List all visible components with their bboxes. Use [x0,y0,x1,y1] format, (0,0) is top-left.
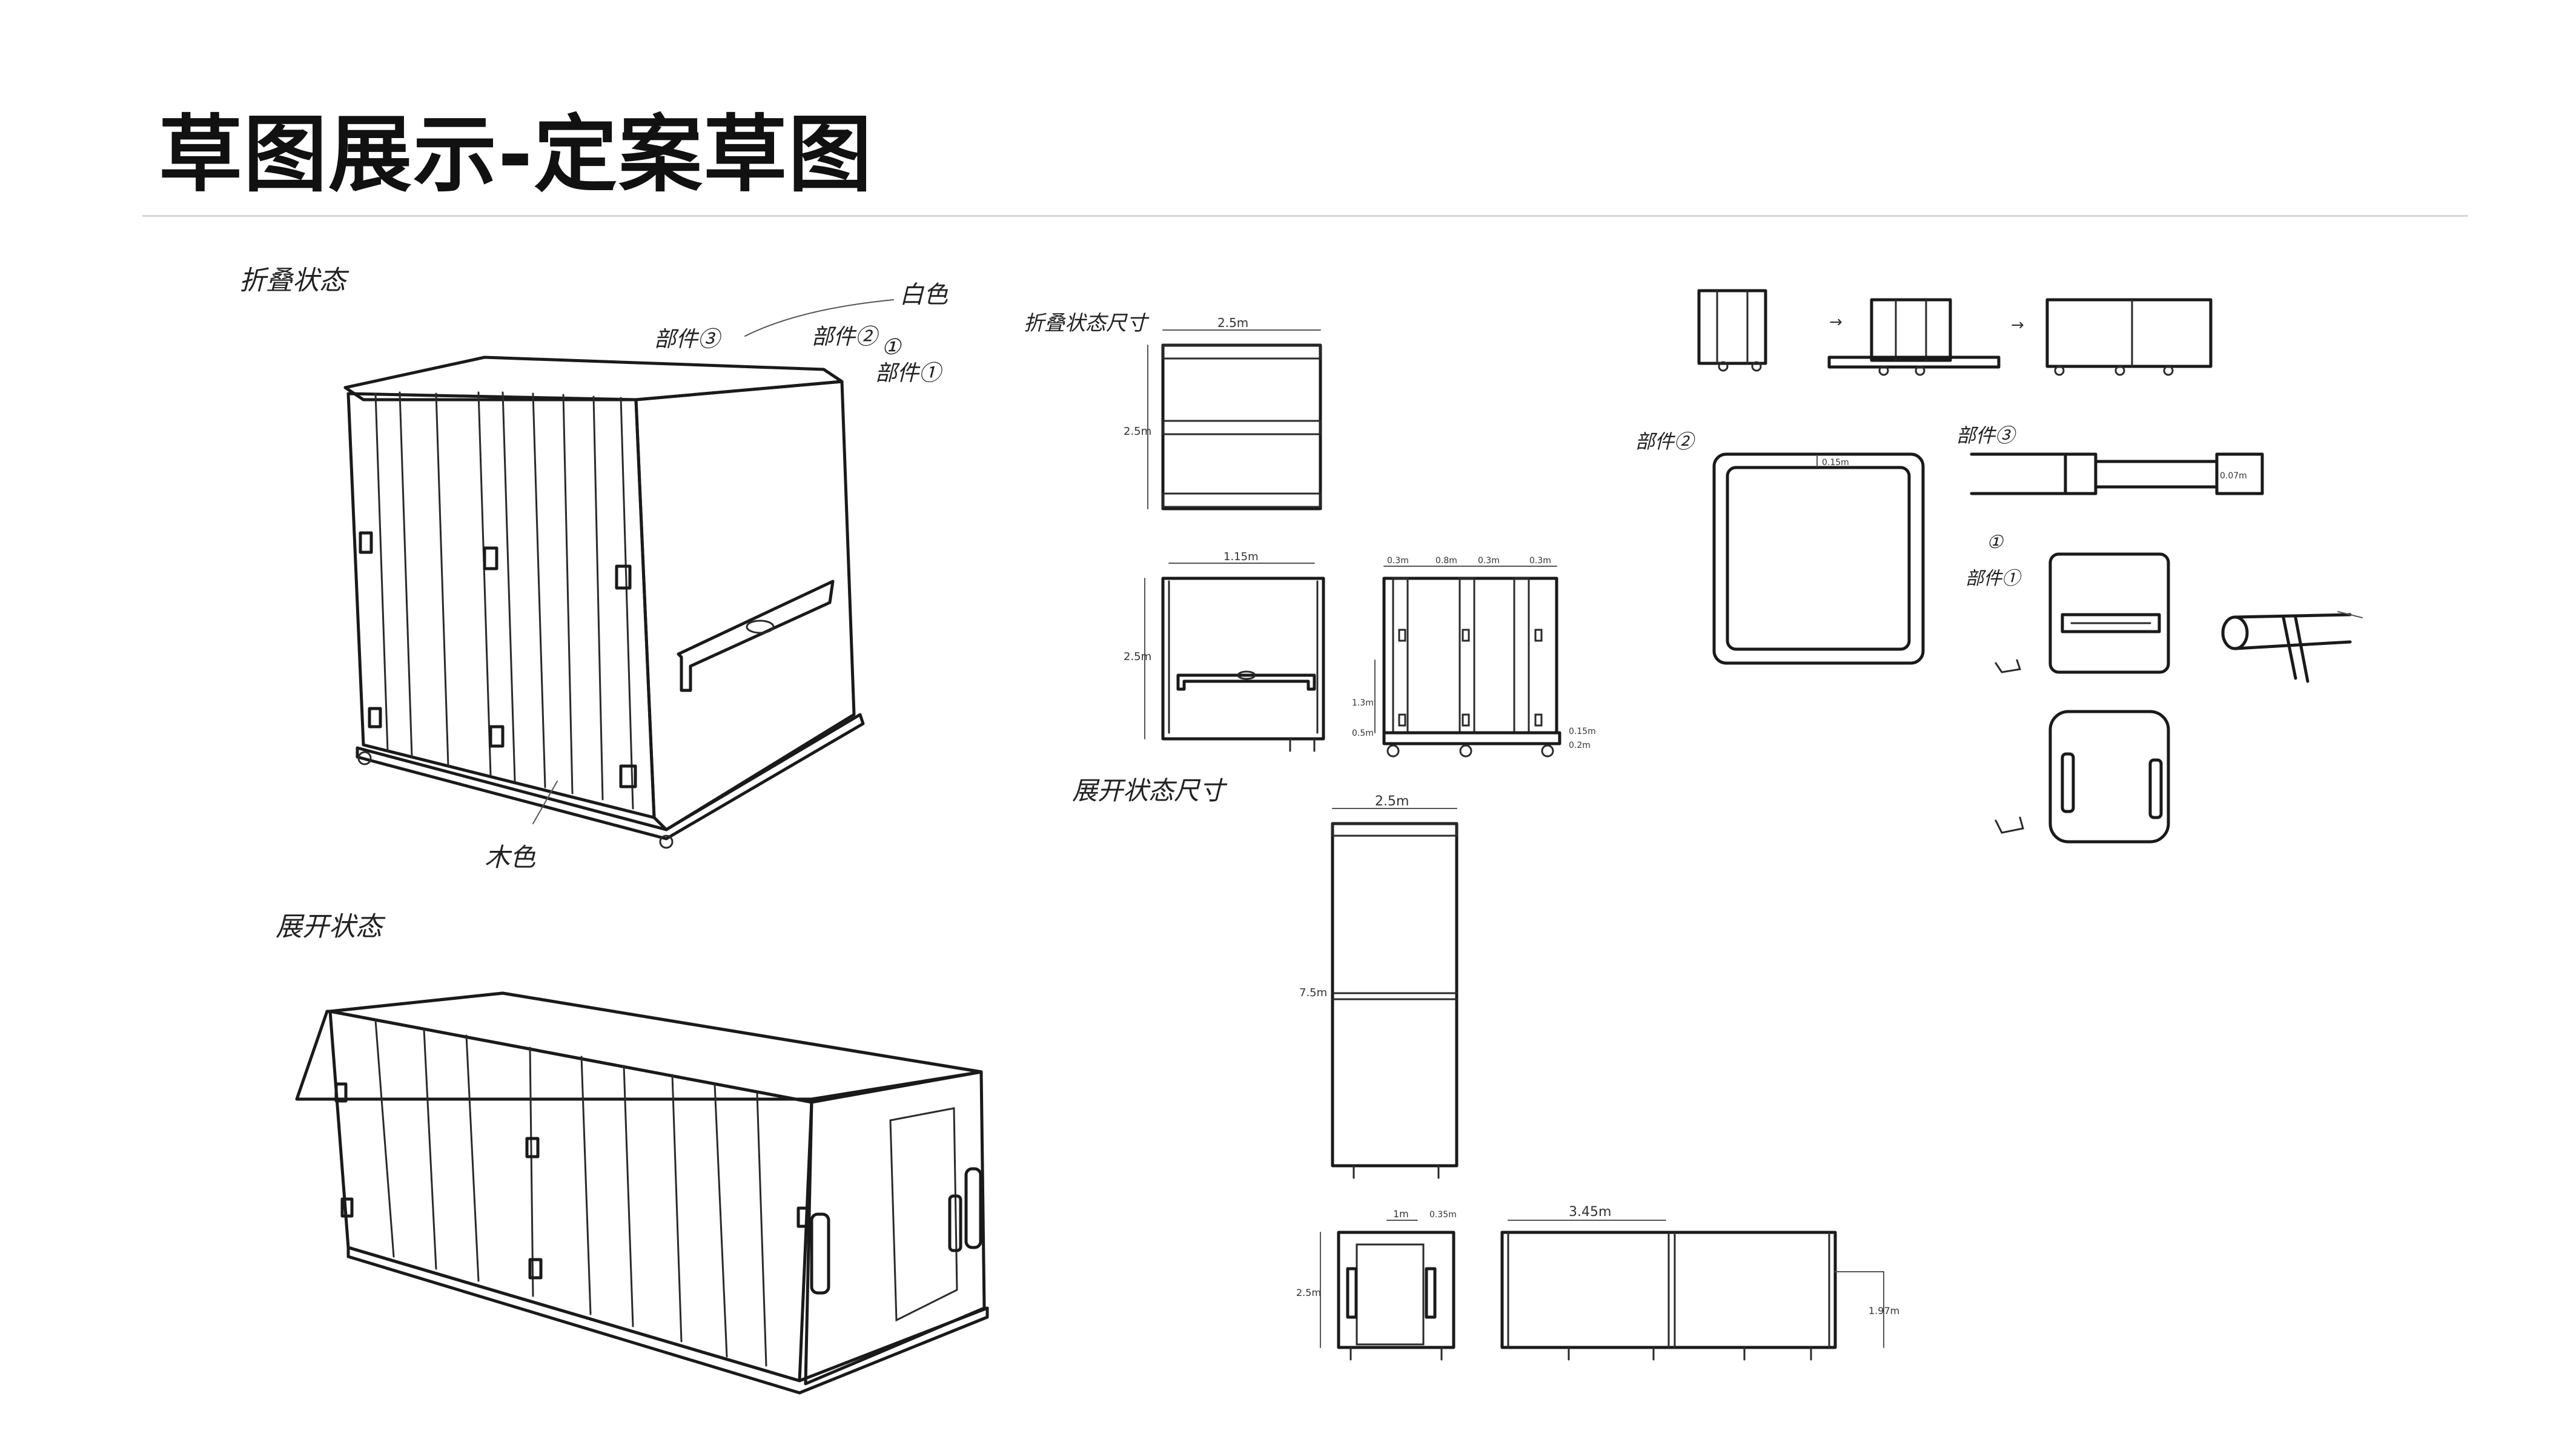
label-folded-size: 折叠状态尺寸 [1024,311,1150,335]
label-white: 白色 [899,281,949,309]
label-part-2: 部件② [812,325,880,349]
dim-plan-width: 2.5m [1375,794,1409,809]
svg-text:→: → [1829,313,1843,331]
dim-folded-width: 2.5m [1217,316,1248,330]
label-part-1: 部件① [875,361,944,386]
dim-frame-thickness: 0.15m [1822,458,1849,468]
label-part-3-beam: 部件③ [1956,424,2018,447]
dim-plan-length: 7.5m [1299,986,1327,999]
part-3-beam: 部件③ 0.07m [1956,424,2264,495]
dim-side-a: 0.3m [1387,556,1409,566]
sketch-sheet: 折叠状态 白色 部件③ 部件② ① 部件 [239,265,2363,1395]
fold-sequence: → → [1697,289,2213,376]
dim-front-width: 1.15m [1223,550,1259,563]
dim-unfolded-long: 3.45m [1569,1205,1611,1220]
part-1-clasp: ① 部件① [1965,532,2363,844]
dim-unfolded-front-w: 1m [1393,1208,1409,1220]
dim-unfolded-front-h: 2.5m [1296,1287,1321,1298]
title-divider [142,215,2468,217]
dim-bottom-1: 1.3m [1352,698,1374,708]
dim-side-d: 0.3m [1529,556,1551,566]
svg-text:→: → [2011,316,2024,334]
dim-bottom-4: 0.2m [1569,741,1591,750]
dim-folded-height: 2.5m [1124,425,1151,438]
label-wood: 木色 [485,842,536,872]
dim-side-b: 0.8m [1435,556,1457,566]
dim-bottom-3: 0.15m [1569,727,1596,736]
dim-unfolded-front-side: 0.35m [1429,1210,1457,1220]
label-part-1-clasp: 部件① [1965,568,2022,589]
label-part-1-mark-2: ① [1987,532,2004,553]
unfolded-size-views: 展开状态尺寸 2.5m 7.5m 1m 0.35m 2.5m 3.4 [1072,776,1899,1361]
label-part-3: 部件③ [654,327,723,352]
folded-size-views: 折叠状态尺寸 2.5m 2.5m 1.15m 2.5m [1024,311,1596,758]
folded-state-perspective: 折叠状态 白色 部件③ 部件② ① 部件 [239,265,949,872]
dim-unfolded-long-h: 1.97m [1869,1305,1899,1317]
label-unfolded-state: 展开状态 [276,911,386,942]
unfolded-state-perspective: 展开状态 [276,911,989,1395]
dim-bottom-2: 0.5m [1352,729,1374,738]
label-part-1-mark: ① [881,335,902,360]
dim-side-c: 0.3m [1478,556,1500,566]
page-title: 草图展示-定案草图 [159,106,873,203]
label-unfolded-size: 展开状态尺寸 [1072,776,1228,805]
part-2-frame: 部件② 0.15m [1635,430,1925,665]
label-part-2-frame: 部件② [1635,430,1697,453]
label-folded-state: 折叠状态 [239,265,349,296]
dim-beam: 0.07m [2220,471,2247,481]
dim-front-height: 2.5m [1124,650,1151,663]
